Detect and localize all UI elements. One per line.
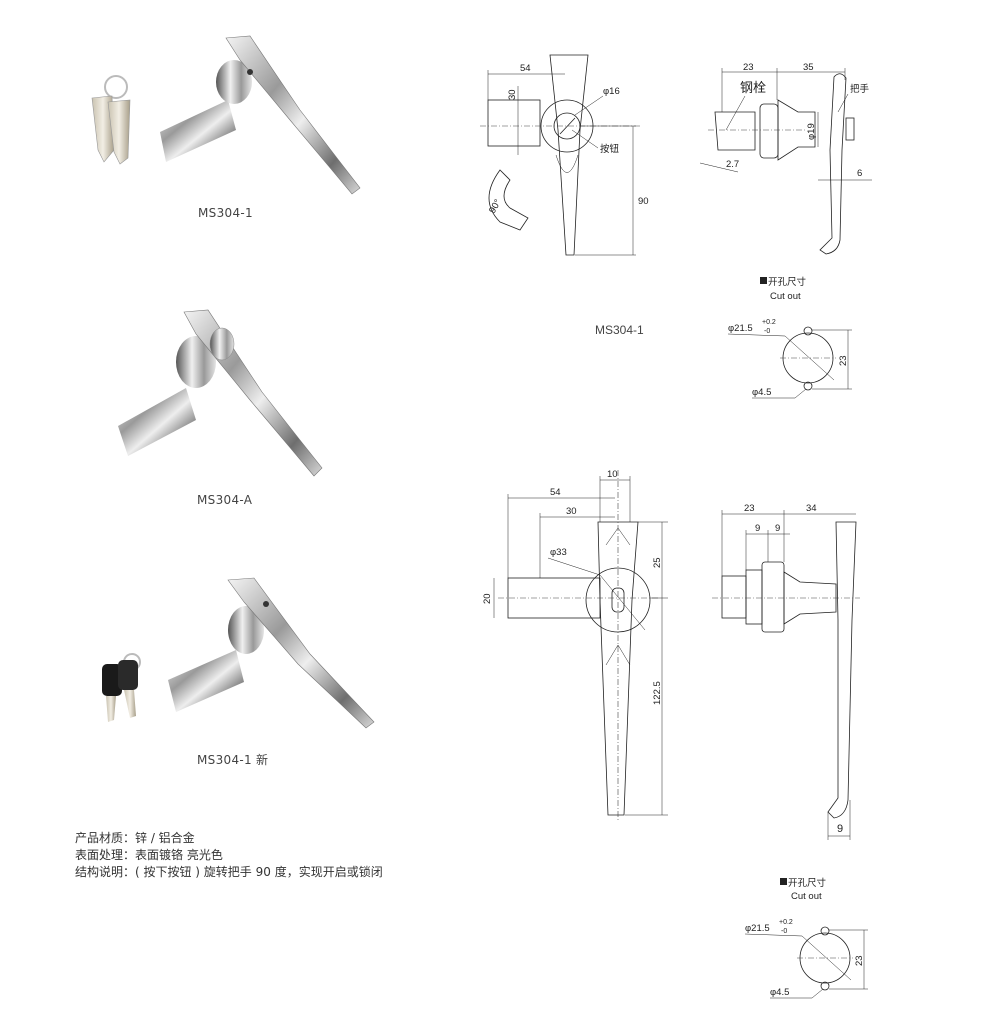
cutout-title-cn: 开孔尺寸: [788, 877, 827, 889]
spec-finish: 表面处理：表面镀铬 亮光色: [75, 848, 223, 862]
drawing2-side-view: 23 34 9 9 9: [712, 503, 860, 840]
product-photo-ms304-a: [118, 309, 323, 477]
handle-label: 把手: [850, 83, 870, 95]
rotate-arrow-icon: [488, 169, 529, 231]
dim-122-5: 122.5: [652, 681, 663, 705]
cutout-title-en: Cut out: [770, 291, 801, 302]
drawing1-front-view: 54 30 φ16 按钮 90 90°: [480, 54, 649, 256]
dim-23: 23: [744, 503, 755, 514]
drawing2-front-view: 10 54 30 φ33 25 122.5 20: [482, 469, 668, 820]
cutout-title-cn: 开孔尺寸: [768, 276, 807, 288]
dim-90: 90: [638, 196, 649, 207]
product-caption: MS304-1 新: [197, 753, 269, 767]
dim-35: 35: [803, 62, 814, 73]
product-caption: MS304-A: [197, 493, 253, 507]
product-photo-ms304-1-new: [102, 577, 375, 729]
cutout-dim-phi4-5: φ4.5: [752, 387, 771, 398]
keys-black: [102, 653, 141, 722]
product-photo-ms304-1: [91, 35, 361, 195]
cutout-title-en: Cut out: [791, 891, 822, 902]
dim-9b: 9: [775, 523, 780, 534]
dim-phi19: φ19: [806, 123, 817, 140]
tolerance-plus: +0.2: [762, 319, 776, 326]
cutout-dim-diameter: φ21.5: [728, 323, 753, 334]
dim-10: 10: [607, 469, 618, 480]
dim-9c: 9: [837, 823, 843, 835]
dim-54: 54: [550, 487, 561, 498]
dim-2-7: 2.7: [726, 159, 739, 170]
dim-34: 34: [806, 503, 817, 514]
product-specs: 产品材质：锌 / 铝合金 表面处理：表面镀铬 亮光色 结构说明：( 按下按钮 )…: [75, 830, 383, 881]
keys-silver: [91, 75, 131, 165]
dim-9a: 9: [755, 523, 760, 534]
drawing1-side-view: 23 35 钢栓 把手 φ19 2.7 6: [699, 62, 872, 255]
tolerance-minus: -0: [764, 328, 770, 335]
tolerance-plus: +0.2: [779, 919, 793, 926]
square-bullet-icon: [760, 277, 767, 284]
dim-6: 6: [857, 168, 862, 179]
drawing1-model-label: MS304-1: [595, 323, 644, 337]
cutout-dim-23: 23: [854, 955, 865, 966]
tolerance-minus: -0: [781, 928, 787, 935]
dim-25: 25: [652, 557, 663, 568]
spec-material: 产品材质：锌 / 铝合金: [75, 831, 195, 845]
button-label: 按钮: [600, 143, 620, 155]
drawing1-cutout: 开孔尺寸 Cut out φ21.5 +0.2 -0 23 φ4.5: [727, 276, 852, 399]
cutout-dim-diameter: φ21.5: [745, 923, 770, 934]
square-bullet-icon: [780, 878, 787, 885]
dim-30: 30: [566, 506, 577, 517]
cutout-dim-23: 23: [838, 355, 849, 366]
dim-20: 20: [482, 593, 493, 604]
dim-phi16: φ16: [603, 86, 620, 97]
spec-structure: 结构说明：( 按下按钮 ) 旋转把手 90 度，实现开启或锁闭: [75, 865, 383, 879]
dim-phi33: φ33: [550, 547, 567, 558]
drawing2-cutout: 开孔尺寸 Cut out φ21.5 +0.2 -0 23 φ4.5: [744, 877, 868, 999]
dim-23: 23: [743, 62, 754, 73]
cutout-dim-phi4-5: φ4.5: [770, 987, 789, 998]
dim-54: 54: [520, 63, 531, 74]
dim-30: 30: [507, 89, 518, 100]
bolt-label: 钢栓: [740, 80, 766, 95]
product-caption: MS304-1: [198, 206, 253, 220]
